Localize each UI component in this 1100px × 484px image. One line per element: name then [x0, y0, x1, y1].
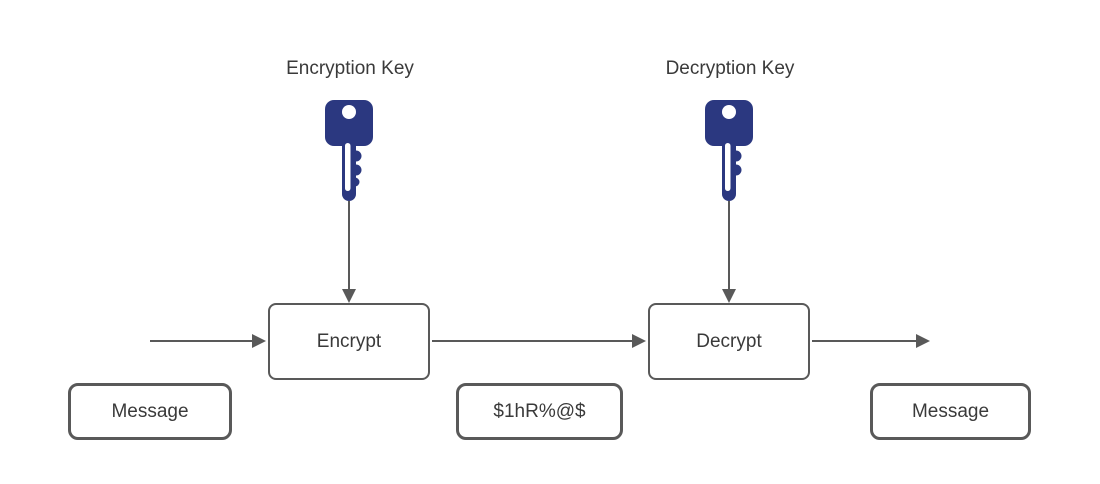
ciphertext-node: $1hR%@$ [456, 383, 623, 440]
decrypt-node: Decrypt [648, 303, 810, 380]
encryption-key-label: Encryption Key [286, 58, 414, 79]
encryption-key-icon [325, 100, 373, 201]
arrowhead-into-decrypt [632, 334, 646, 348]
arrow-into-encrypt [150, 340, 252, 342]
message-input-node: Message [68, 383, 232, 440]
arrowhead-into-encrypt [252, 334, 266, 348]
message-output-node: Message [870, 383, 1031, 440]
arrowhead-out-of-decrypt [916, 334, 930, 348]
arrow-key-to-encrypt [348, 201, 350, 290]
arrow-key-to-decrypt [728, 201, 730, 290]
arrowhead-down-decrypt [722, 289, 736, 303]
arrow-encrypt-to-decrypt [432, 340, 633, 342]
decryption-key-icon [705, 100, 753, 201]
decryption-key-label: Decryption Key [665, 58, 795, 79]
arrowhead-down-encrypt [342, 289, 356, 303]
arrow-out-of-decrypt [812, 340, 916, 342]
encrypt-node: Encrypt [268, 303, 430, 380]
